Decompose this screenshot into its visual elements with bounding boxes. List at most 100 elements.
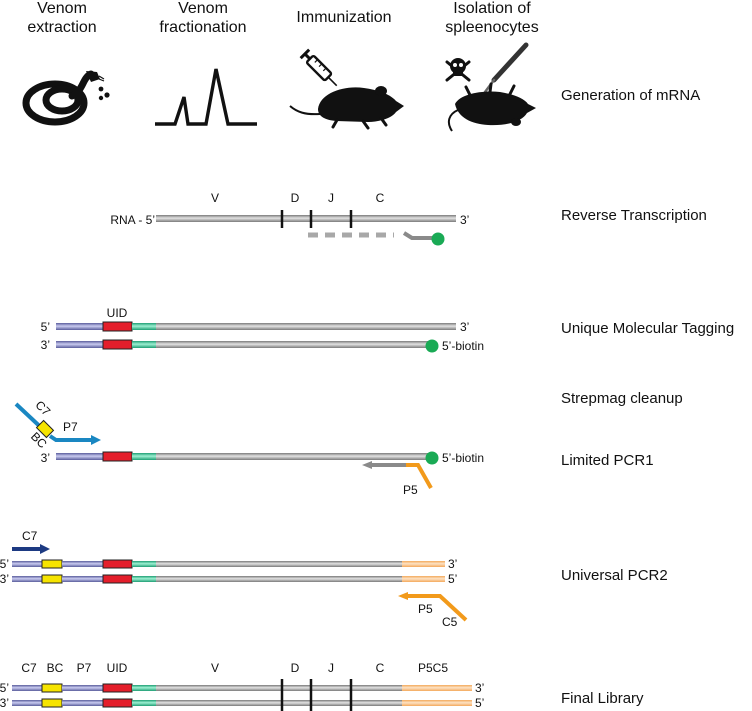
biotin-label: 5’-biotin [442, 339, 484, 353]
uid-block [102, 683, 133, 693]
linker-segment [132, 576, 156, 582]
final-library-diagram: C7 BC P7 UID V D J C P5C5 5’ 3’ 3’ 5’ [0, 661, 484, 711]
cdna-segment [156, 685, 402, 691]
p5-adapter-segment [402, 576, 445, 582]
linker-segment [132, 323, 156, 330]
adapter-segment [56, 341, 103, 348]
cdna-segment [156, 561, 402, 567]
final-bc-label: BC [47, 661, 64, 675]
step-unique-tagging: Unique Molecular Tagging [561, 320, 734, 337]
final-j-label: J [328, 661, 334, 675]
skull-crossbones-icon [445, 58, 471, 82]
isolation-line2: spleenocytes [445, 19, 538, 36]
pcr2-top-3prime: 3’ [448, 557, 457, 571]
step-labels: Generation of mRNA Reverse Transcription… [561, 87, 734, 707]
isolation-line1: Isolation of [453, 0, 531, 17]
linker-segment [132, 341, 156, 348]
uid-block [102, 574, 133, 584]
region-j-label: J [328, 191, 334, 205]
dead-mouse-icon [447, 82, 536, 132]
uid-block [102, 698, 133, 708]
top-5prime-label: 5’ [41, 320, 50, 334]
chromatogram-icon [155, 68, 257, 126]
final-top-5prime: 5’ [0, 681, 9, 695]
step-final: Final Library [561, 690, 644, 707]
c7-primer-label: C7 [22, 529, 38, 543]
venom-extraction-line1: Venom [37, 0, 87, 17]
linker-segment [132, 700, 156, 706]
unique-tagging-diagram: UID 5’ 3’ 3’ 5’-biotin [41, 306, 484, 353]
cdna-segment [156, 341, 432, 348]
cdna-segment [156, 576, 402, 582]
immunization-header: Immunization [296, 9, 391, 26]
region-c-label: C [376, 191, 385, 205]
rna-strand [156, 215, 456, 222]
snake-icon [22, 70, 110, 126]
p7-arrowhead [91, 435, 101, 445]
final-p7-label: P7 [77, 661, 92, 675]
step-strepmag: Strepmag cleanup [561, 390, 683, 407]
adapter-segment [62, 561, 103, 567]
p5-arrowhead [362, 461, 372, 469]
linker-segment [132, 561, 156, 567]
barcode-block [41, 559, 63, 569]
venom-fractionation-line2: fractionation [159, 19, 246, 36]
pcr1-diagram: C7 BC P7 3’ 5’-biotin P5 [14, 398, 484, 497]
top-3prime-label: 3’ [460, 320, 469, 334]
rna-5prime-label: RNA - 5’ [110, 213, 155, 227]
final-p5c5-label: P5C5 [418, 661, 448, 675]
biotin-bead [431, 232, 445, 246]
c7-label: C7 [32, 398, 53, 419]
barcode-block [35, 419, 55, 439]
cdna-segment [156, 700, 402, 706]
step-pcr1: Limited PCR1 [561, 452, 654, 469]
adapter-segment [62, 700, 103, 706]
cdna-segment [156, 453, 432, 460]
step-pcr2: Universal PCR2 [561, 567, 668, 584]
uid-block [102, 559, 133, 569]
linker-segment [132, 685, 156, 691]
final-bottom-3prime: 3’ [0, 696, 9, 710]
adapter-segment [56, 453, 103, 460]
reverse-transcription-diagram: V D J C RNA - 5’ 3’ [110, 191, 469, 246]
final-c7-label: C7 [21, 661, 37, 675]
pcr1-3prime-label: 3’ [41, 451, 50, 465]
p5-adapter-segment [402, 561, 445, 567]
uid-block [102, 451, 133, 462]
adapter-segment [12, 561, 42, 567]
region-v-label: V [211, 191, 219, 205]
venom-extraction-line2: extraction [27, 19, 96, 36]
p5-c5-arrowhead [398, 592, 408, 600]
final-uid-label: UID [107, 661, 128, 675]
c7-arrowhead [40, 544, 50, 554]
p5-primer-tail [406, 463, 433, 489]
final-d-label: D [291, 661, 300, 675]
uid-label: UID [107, 306, 128, 320]
header-row: Venom extraction Venom fractionation Imm… [27, 0, 538, 36]
adapter-segment [62, 576, 103, 582]
bottom-3prime-label: 3’ [41, 338, 50, 352]
barcode-block [41, 574, 63, 584]
adapter-segment [56, 323, 103, 330]
final-bottom-5prime: 5’ [475, 696, 484, 710]
adapter-segment [62, 685, 103, 691]
adapter-segment [12, 576, 42, 582]
p7-primer [48, 434, 93, 442]
final-c-label: C [376, 661, 385, 675]
uid-block [102, 339, 133, 350]
barcode-block [41, 698, 63, 708]
uid-block [102, 321, 133, 332]
p5-adapter-segment [402, 700, 472, 706]
pcr2-bottom-5prime: 5’ [448, 572, 457, 586]
cdna-segment [156, 323, 456, 330]
pcr2-c5-label: C5 [442, 615, 458, 629]
adapter-segment [12, 685, 42, 691]
pcr2-top-5prime: 5’ [0, 557, 9, 571]
final-v-label: V [211, 661, 219, 675]
rt-primer-arrow [402, 231, 437, 240]
biotin-bead [425, 451, 439, 465]
pcr1-biotin-label: 5’-biotin [442, 451, 484, 465]
barcode-block [41, 683, 63, 693]
venom-fractionation-line1: Venom [178, 0, 228, 17]
